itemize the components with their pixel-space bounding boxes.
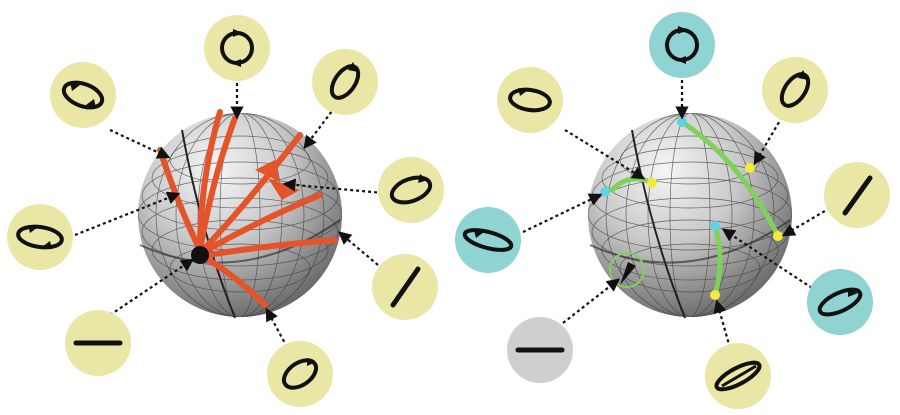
- disc-right-upper-right: [762, 57, 828, 123]
- disc-right-upper-left: [497, 67, 563, 133]
- connector-l6: [340, 233, 378, 265]
- marker-cyan-left: [600, 187, 610, 197]
- disc-right-bottom-left: [507, 317, 573, 383]
- connector-l3: [305, 107, 335, 147]
- right-sphere-body: [588, 113, 792, 317]
- disc-right-top: [649, 12, 715, 78]
- marker-yellow-bottom: [710, 290, 720, 300]
- disc-left-bottom-right: [267, 341, 333, 407]
- disc-right-lower-right: [807, 269, 873, 335]
- marker-yellow-1: [745, 163, 755, 173]
- disc-left-lower-right: [372, 254, 438, 320]
- marker-cyan-mid: [710, 221, 720, 231]
- connector-r6: [563, 280, 618, 323]
- connector-l8: [267, 310, 287, 347]
- left-sphere-body: [138, 113, 342, 317]
- disc-left-top: [204, 15, 270, 81]
- disc-left-middle-left: [7, 204, 73, 270]
- marker-yellow-2: [773, 231, 783, 241]
- marker-cyan-top: [677, 117, 687, 127]
- disc-left-upper-left: [50, 62, 116, 128]
- right-poincare-sphere: [588, 113, 792, 318]
- disc-right-middle-right: [824, 162, 890, 228]
- left-poincare-sphere: [138, 113, 342, 318]
- disc-right-middle-left: [455, 207, 521, 273]
- disc-right-bottom: [705, 343, 771, 409]
- disc-left-bottom-left: [65, 310, 131, 376]
- disc-left-middle-right: [378, 157, 444, 223]
- disc-left-upper-right: [312, 49, 378, 115]
- left-pole-point: [191, 246, 209, 264]
- connector-l2: [110, 130, 168, 157]
- marker-yellow-3: [647, 178, 657, 188]
